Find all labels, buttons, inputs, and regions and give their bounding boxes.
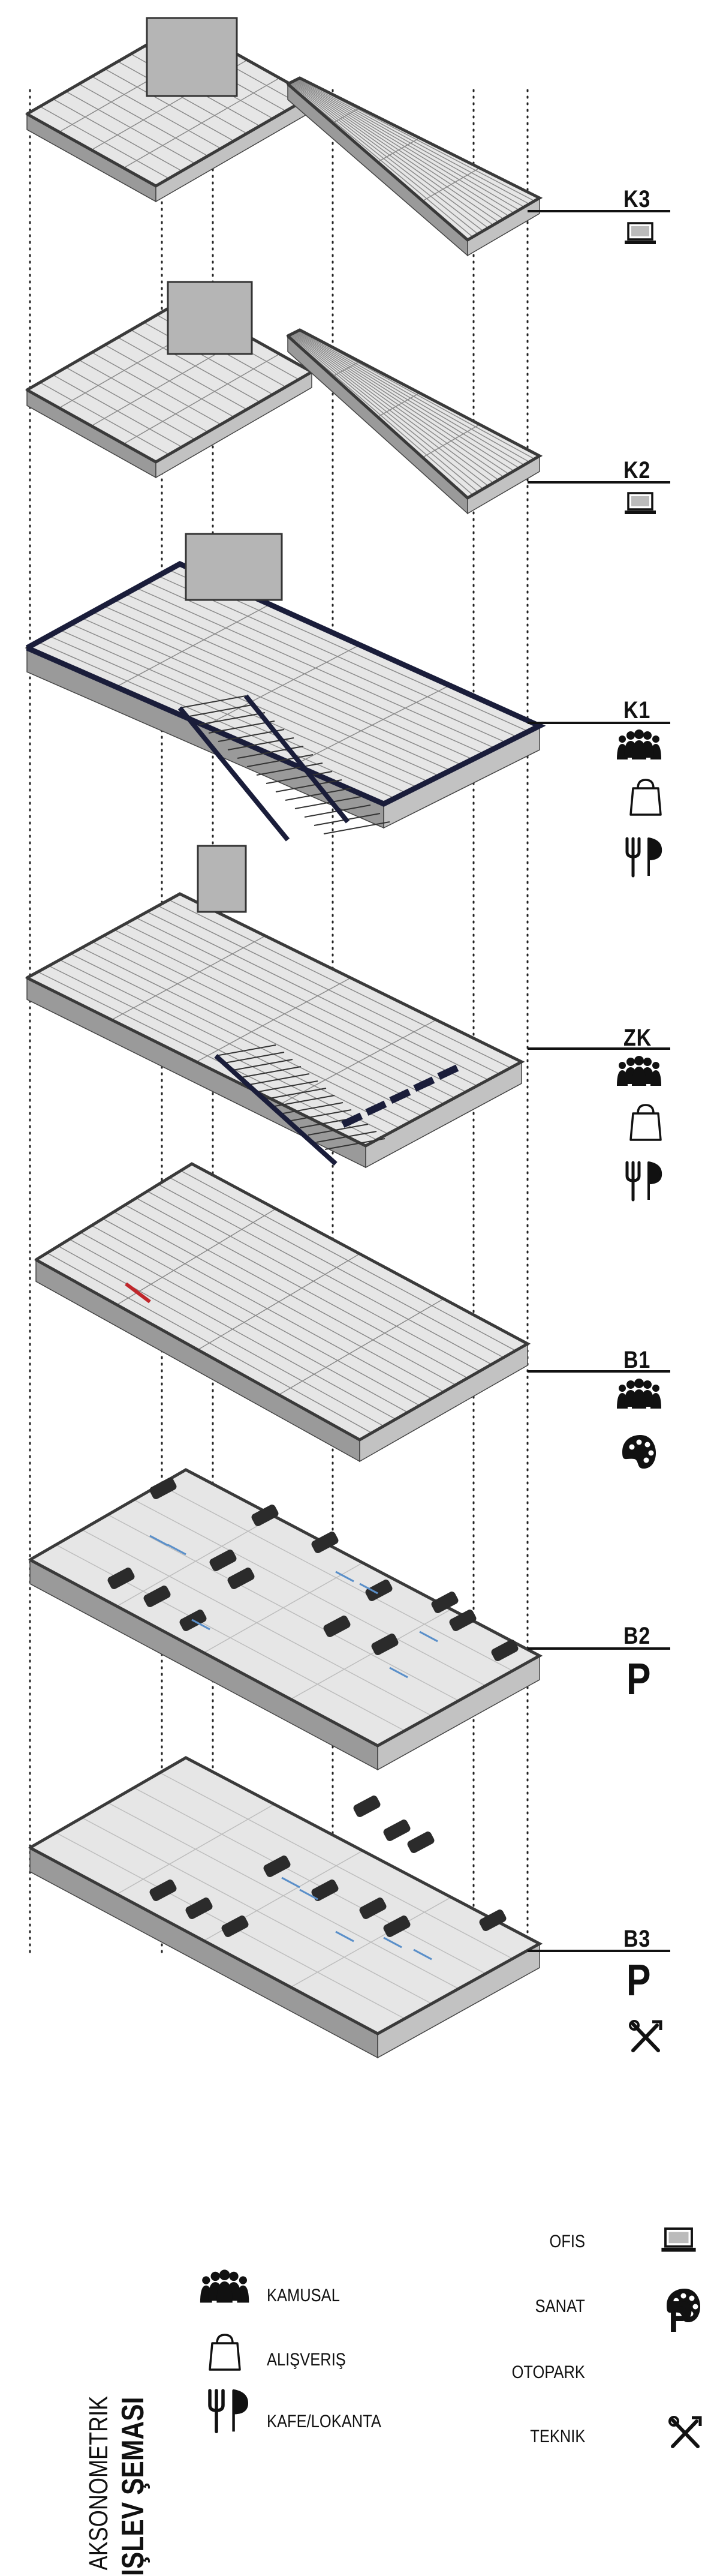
car (185, 1898, 213, 1919)
floor-label-k2: K2 (623, 457, 651, 484)
shopping-bag-icon (209, 2334, 241, 2371)
legend-label-sanat: SANAT (535, 2296, 585, 2316)
parking-bay (389, 1088, 411, 1104)
core-block (197, 845, 247, 913)
laptop-icon (625, 222, 656, 244)
car (107, 1568, 135, 1589)
floor-label-k1: K1 (623, 697, 651, 723)
legend-label-ofis: OFIS (549, 2232, 585, 2251)
palette-icon (622, 1435, 656, 1469)
car (251, 1505, 279, 1526)
parking-line (281, 1877, 300, 1889)
floor-slab-zk (25, 845, 525, 1169)
red-stair-accent (125, 1282, 151, 1304)
parking-line (191, 1619, 210, 1631)
car (365, 1580, 393, 1601)
people-group-icon (200, 2269, 249, 2303)
parking-bay (437, 1064, 459, 1080)
legend-label-kafe: KAFE/LOKANTA (267, 2412, 381, 2431)
car (149, 1478, 177, 1499)
floor-slabs (25, 17, 546, 2059)
parking-icon: P (668, 2292, 693, 2341)
laptop-icon (625, 492, 656, 514)
parking-line (335, 1931, 354, 1942)
legend-label-teknik: TEKNIK (529, 2427, 585, 2446)
legend-title-line2: IŞLEV ŞEMASI (116, 2397, 150, 2576)
floor-slab-k2 (25, 281, 315, 479)
floor-slab-k3 (25, 17, 315, 203)
car (263, 1856, 291, 1877)
staircase (177, 694, 390, 842)
core-block (167, 281, 253, 355)
car (143, 1586, 171, 1607)
core-block (146, 17, 238, 97)
car (221, 1916, 249, 1937)
car (371, 1634, 399, 1655)
shopping-bag-icon (629, 1104, 662, 1141)
car (491, 1640, 519, 1661)
axonometric-diagram: K3 K2 K1 ZK B1 B2 B3 P P P AKSONOMETRIK … (25, 17, 702, 2576)
legend-label-kamusal: KAMUSAL (267, 2286, 340, 2305)
people-group-icon (617, 1379, 661, 1409)
people-group-icon (617, 729, 661, 759)
legend-icons (200, 2227, 702, 2448)
fork-knife-icon (208, 2389, 248, 2433)
car (311, 1532, 339, 1553)
floor-label-k3: K3 (623, 186, 651, 212)
floor-label-b1: B1 (623, 1347, 651, 1373)
parking-line (299, 1889, 318, 1901)
palette-icon (667, 2289, 701, 2323)
parking-line (335, 1571, 354, 1583)
parking-bay (413, 1076, 435, 1092)
parking-bay (341, 1112, 363, 1128)
car (227, 1568, 255, 1589)
laptop-icon (661, 2227, 696, 2252)
fork-knife-icon (625, 837, 662, 878)
car (431, 1592, 459, 1613)
floor-label-zk: ZK (623, 1025, 652, 1051)
car (311, 1880, 339, 1901)
people-group-icon (617, 1056, 661, 1086)
floor-slab-k1 (25, 533, 546, 842)
floor-slab-b3 (28, 1756, 543, 2059)
car (359, 1898, 387, 1919)
parking-line (149, 1535, 168, 1547)
car (449, 1610, 477, 1631)
car (353, 1796, 381, 1817)
parking-line (389, 1667, 408, 1679)
floor-slab-k2-wing (286, 328, 543, 515)
legend-label-otopark: OTOPARK (511, 2362, 585, 2382)
parking-line (167, 1544, 186, 1556)
parking-line (359, 1583, 378, 1595)
parking-line (383, 1936, 402, 1948)
floor-slab-b2 (28, 1468, 543, 1771)
floor-slab-k3-wing (286, 76, 543, 257)
parking-line (413, 1948, 432, 1960)
tools-icon (668, 2416, 702, 2448)
car (407, 1832, 435, 1853)
car (149, 1880, 177, 1901)
parking-icon: P (626, 1654, 651, 1704)
floor-function-icons (617, 222, 662, 2052)
floor-slab-b1 (34, 1162, 531, 1463)
staircase (214, 1044, 385, 1166)
car (323, 1616, 351, 1637)
floor-label-b3: B3 (623, 1926, 651, 1952)
legend-label-alisveris: ALIŞVERIŞ (267, 2350, 346, 2370)
car (383, 1820, 411, 1841)
parking-bay (365, 1100, 387, 1116)
label-connectors (528, 210, 670, 1952)
car (209, 1550, 237, 1571)
core-block (185, 533, 283, 601)
legend-title-line1: AKSONOMETRIK (84, 2395, 113, 2571)
fork-knife-icon (625, 1161, 662, 1202)
tools-icon (629, 2020, 662, 2052)
floor-label-b2: B2 (623, 1623, 651, 1649)
shopping-bag-icon (629, 779, 662, 816)
axonometric-drawing (25, 17, 702, 2448)
parking-line (419, 1631, 438, 1643)
parking-icon: P (626, 1955, 651, 2005)
car (479, 1910, 507, 1931)
car (383, 1916, 411, 1937)
